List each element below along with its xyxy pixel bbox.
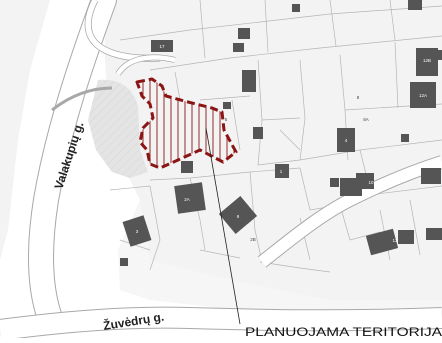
planned-territory[interactable] bbox=[135, 77, 238, 170]
building bbox=[181, 161, 193, 173]
building bbox=[122, 215, 152, 247]
building bbox=[401, 134, 409, 142]
house-number: 8 bbox=[357, 95, 360, 100]
territory-callout-label: PLANUOJAMA TERITORIJA bbox=[245, 327, 442, 338]
house-number: 12B bbox=[423, 58, 431, 63]
house-number: 8A bbox=[363, 117, 369, 122]
building bbox=[238, 28, 250, 39]
building bbox=[426, 228, 442, 240]
house-number: 10 bbox=[368, 180, 374, 185]
building bbox=[120, 258, 128, 266]
buildings bbox=[120, 0, 442, 266]
building bbox=[151, 40, 173, 52]
building bbox=[330, 178, 339, 187]
building bbox=[292, 4, 300, 12]
building bbox=[356, 173, 374, 189]
callout-leader-line bbox=[205, 127, 241, 325]
building bbox=[233, 43, 244, 52]
house-number: 2B bbox=[250, 237, 256, 242]
house-number: 17 bbox=[159, 44, 165, 49]
building bbox=[242, 70, 256, 92]
parcel-area bbox=[0, 0, 442, 300]
building bbox=[432, 50, 442, 60]
building bbox=[365, 228, 399, 256]
house-number: 9 bbox=[237, 214, 240, 219]
house-number: 2A bbox=[184, 197, 190, 202]
building bbox=[253, 127, 263, 139]
green-area bbox=[88, 79, 148, 178]
building bbox=[275, 164, 289, 178]
house-number: 12A bbox=[419, 93, 427, 98]
house-number: 13 bbox=[392, 238, 398, 243]
house-numbers: 17 12B 12A 4 2A 1 10 13 3 9 bbox=[136, 44, 431, 243]
building bbox=[218, 196, 258, 234]
building bbox=[408, 0, 422, 10]
house-number: 3 bbox=[136, 229, 139, 234]
house-number: 4 bbox=[345, 138, 348, 143]
building bbox=[398, 230, 414, 244]
building bbox=[421, 168, 441, 184]
house-numbers-outside: 8 8A 2B 5 bbox=[225, 95, 369, 242]
building bbox=[174, 182, 206, 214]
building bbox=[410, 82, 436, 108]
house-number: 5 bbox=[225, 117, 228, 122]
building bbox=[223, 102, 231, 109]
building bbox=[337, 128, 355, 152]
house-number: 1 bbox=[280, 169, 283, 174]
